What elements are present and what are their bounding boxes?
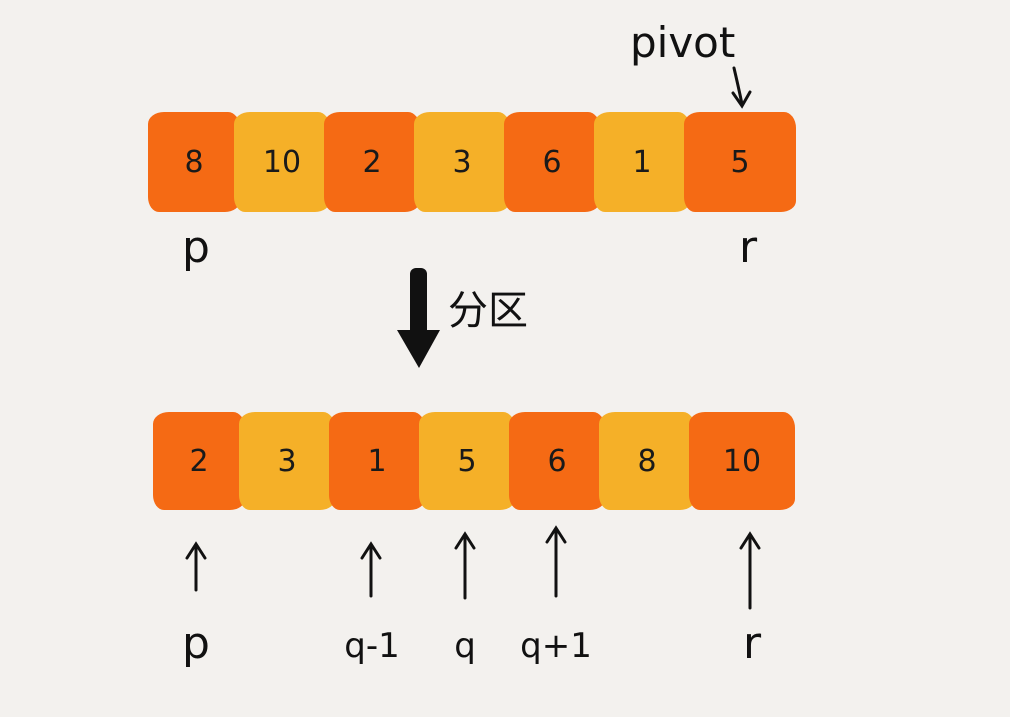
pivot-label: pivot [630, 18, 736, 67]
pointer-arrow-q-icon [454, 531, 476, 600]
after-cell-3: 5 [419, 412, 515, 510]
bottom-label-p: p [182, 618, 210, 669]
before-cell-5: 1 [594, 112, 690, 212]
pointer-arrow-p-icon [185, 541, 207, 592]
bottom-label-q-plus-1: q+1 [520, 626, 592, 666]
before-cell-4: 6 [504, 112, 600, 212]
top-left-label: p [182, 222, 210, 273]
partition-label: 分区 [448, 288, 528, 334]
partition-arrow-icon [397, 268, 440, 368]
before-cell-6: 5 [684, 112, 796, 212]
after-cell-2: 1 [329, 412, 425, 510]
before-cell-1: 10 [234, 112, 330, 212]
pointer-arrow-q+1-icon [545, 525, 567, 598]
after-cell-1: 3 [239, 412, 335, 510]
bottom-label-r: r [742, 618, 762, 669]
pointer-arrow-q-1-icon [360, 541, 382, 598]
top-right-label: r [738, 222, 758, 273]
after-cell-5: 8 [599, 412, 695, 510]
after-cell-6: 10 [689, 412, 795, 510]
pointer-arrow-r-icon [739, 531, 761, 610]
pivot-arrow-icon [731, 66, 752, 109]
after-cell-4: 6 [509, 412, 605, 510]
bottom-label-q-minus-1: q-1 [344, 626, 400, 666]
before-cell-0: 8 [148, 112, 240, 212]
before-cell-3: 3 [414, 112, 510, 212]
bottom-label-q: q [454, 626, 476, 666]
before-cell-2: 2 [324, 112, 420, 212]
after-cell-0: 2 [153, 412, 245, 510]
